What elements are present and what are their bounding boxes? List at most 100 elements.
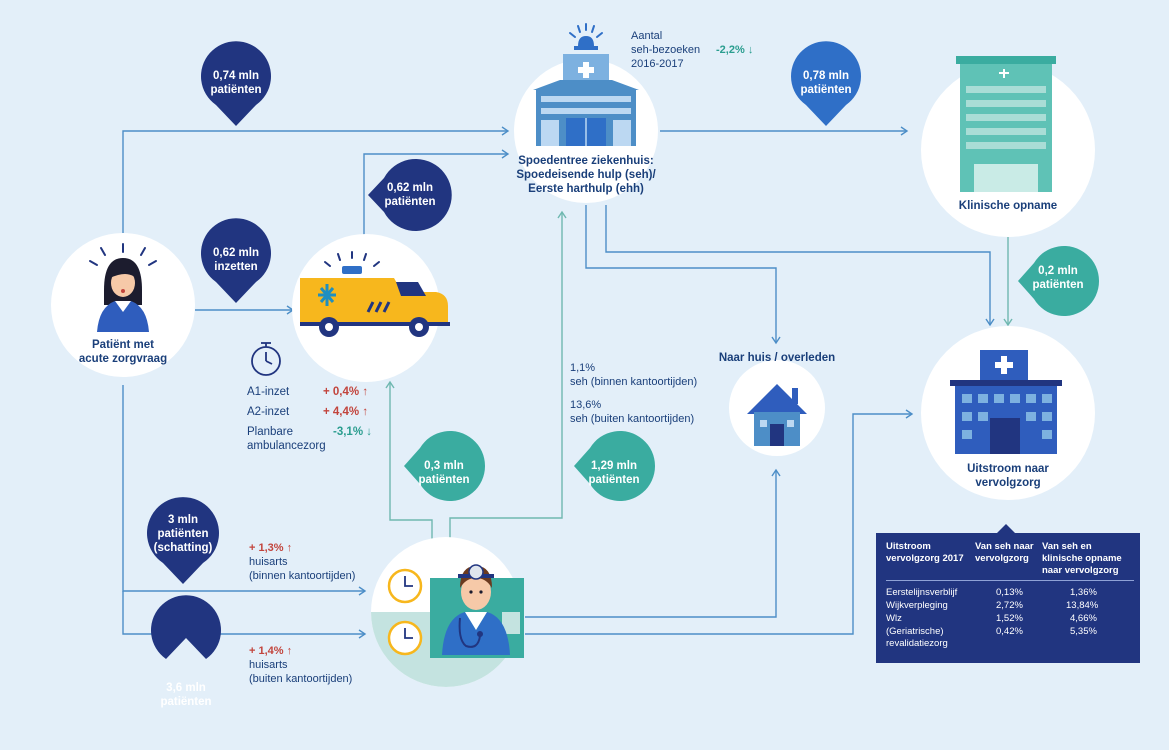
seh-visits-line1: Aantal bbox=[631, 30, 663, 42]
arrow-huisarts-to-seh bbox=[449, 210, 567, 545]
bubble-129 bbox=[574, 431, 656, 501]
table-header-col3-line1: Van seh en bbox=[1042, 541, 1092, 552]
a2-change: + 4,4% ↑ bbox=[323, 405, 368, 419]
bubble-074 bbox=[200, 41, 271, 126]
a2-change-value: + 4,4% bbox=[323, 406, 360, 418]
seh-share-binnen-label: seh (binnen kantoortijden) bbox=[570, 376, 698, 388]
arrow-seh-to-uitstroom bbox=[605, 205, 995, 327]
table-pointer bbox=[996, 524, 1016, 534]
planbare-label-line2: ambulancezorg bbox=[247, 440, 326, 452]
patient-icon bbox=[89, 243, 157, 332]
huisarts-buiten-line1: huisarts bbox=[249, 659, 288, 671]
uitstroom-table: Uitstroom vervolgzorg 2017 Van seh naar … bbox=[876, 533, 1140, 663]
seh-share-buiten-value: 13,6% bbox=[570, 399, 602, 411]
huisarts-binnen-line1: huisarts bbox=[249, 556, 288, 568]
patient-label-line2: acute zorgvraag bbox=[78, 353, 168, 365]
table-row-klin: 13,84% bbox=[1066, 600, 1099, 611]
flow-arrows bbox=[122, 126, 995, 639]
table-row-seh: 2,72% bbox=[996, 600, 1023, 611]
seh-visits-line3: 2016-2017 bbox=[631, 58, 684, 70]
bubble-3-note: (schatting) bbox=[153, 542, 213, 554]
arrow-up-icon: ↑ bbox=[362, 406, 369, 418]
bubble-062p-text: 0,62 mln patiënten bbox=[373, 181, 447, 209]
bubble-3-value: 3 mln bbox=[167, 514, 199, 526]
seh-label-line3: Eerste harthulp (ehh) bbox=[528, 183, 644, 195]
bubble-03 bbox=[404, 430, 486, 501]
bubble-36 bbox=[151, 595, 221, 659]
seh-share-binnen-value: 1,1% bbox=[570, 362, 596, 374]
uitstroom-label-line2: vervolgzorg bbox=[975, 477, 1041, 489]
bubble-36-unit: patiënten bbox=[160, 696, 212, 708]
huisarts-binnen-line2: (binnen kantoortijden) bbox=[249, 570, 356, 582]
hospital-siren-icon bbox=[533, 23, 639, 146]
table-row-klin: 5,35% bbox=[1070, 626, 1097, 637]
bubble-078-unit: patiënten bbox=[800, 84, 852, 96]
a1-label: A1-inzet bbox=[247, 386, 290, 398]
bubble-02-value: 0,2 mln bbox=[1038, 265, 1078, 277]
bubble-062-patienten bbox=[368, 159, 452, 231]
arrow-ambulance-to-seh bbox=[363, 149, 510, 240]
bubble-3-text: 3 mln patiënten (schatting) bbox=[146, 513, 220, 555]
bubble-062i-text: 0,62 mln inzetten bbox=[201, 246, 271, 274]
bubble-078 bbox=[791, 41, 862, 126]
table-row-klin: 4,66% bbox=[1070, 613, 1097, 624]
table-header-col3: Van seh en klinische opname naar vervolg… bbox=[1042, 541, 1122, 577]
table-row-seh: 0,42% bbox=[996, 626, 1023, 637]
teal-arrows bbox=[385, 210, 1013, 545]
speech-bubbles bbox=[147, 41, 1100, 659]
bubble-062-inzetten bbox=[200, 218, 271, 303]
a1-change: + 0,4% ↑ bbox=[323, 385, 368, 399]
arrow-down-icon: ↓ bbox=[747, 44, 754, 56]
arrow-patient-to-huisarts-buiten bbox=[122, 591, 367, 639]
bubble-129-unit: patiënten bbox=[588, 474, 640, 486]
table-header-col2-line1: Van seh naar bbox=[975, 541, 1034, 552]
a1-change-value: + 0,4% bbox=[323, 386, 360, 398]
bubble-03-text: 0,3 mln patiënten bbox=[409, 459, 479, 487]
table-row-klin: 1,36% bbox=[1070, 587, 1097, 598]
arrow-huisarts-to-ambulance bbox=[385, 380, 433, 545]
arrow-patient-to-seh bbox=[122, 126, 510, 245]
bubble-36-text: 3,6 mln patiënten bbox=[151, 681, 221, 709]
arrow-down-icon: ↓ bbox=[366, 426, 372, 438]
hospital-building-icon bbox=[956, 56, 1056, 192]
bubble-129-value: 1,29 mln bbox=[590, 460, 638, 472]
doctor-icon bbox=[387, 564, 524, 658]
a2-label: A2-inzet bbox=[247, 406, 290, 418]
table-row-name-line1: (Geriatrische) bbox=[886, 626, 944, 637]
bubble-062i-value: 0,62 mln bbox=[212, 247, 260, 259]
bubble-062p-unit: patiënten bbox=[384, 196, 436, 208]
seh-visits-change: -2,2% ↓ bbox=[716, 43, 753, 57]
bubble-36-value: 3,6 mln bbox=[166, 682, 206, 694]
arrow-up-icon: ↑ bbox=[286, 645, 293, 657]
arrow-up-icon: ↑ bbox=[286, 542, 293, 554]
uitstroom-label: Uitstroom naar vervolgzorg bbox=[938, 462, 1078, 490]
table-row-name: Wijkverpleging bbox=[886, 600, 948, 611]
seh-visits-caption: Aantal seh-bezoeken 2016-2017 bbox=[631, 29, 741, 71]
arrow-huisarts-to-uitstroom bbox=[525, 409, 914, 635]
table-divider bbox=[886, 580, 1134, 581]
table-header-col1-line2: vervolgzorg 2017 bbox=[886, 553, 964, 564]
planbare-label-line1: Planbare bbox=[247, 426, 294, 438]
seh-share-buiten-label: seh (buiten kantoortijden) bbox=[570, 413, 695, 425]
seh-share-binnen: 1,1% seh (binnen kantoortijden) bbox=[570, 361, 697, 389]
table-header-col1: Uitstroom vervolgzorg 2017 bbox=[886, 541, 964, 565]
bubble-03-value: 0,3 mln bbox=[424, 460, 464, 472]
bubble-03-unit: patiënten bbox=[418, 474, 470, 486]
bubble-02-text: 0,2 mln patiënten bbox=[1023, 264, 1093, 292]
house-icon bbox=[747, 384, 807, 446]
planbare-label: Planbare ambulancezorg bbox=[247, 425, 326, 453]
care-facility-icon bbox=[950, 350, 1062, 454]
patient-label-line1: Patiënt met bbox=[92, 339, 154, 351]
table-header-col2: Van seh naar vervolgzorg bbox=[975, 541, 1034, 565]
ambulance-icon bbox=[300, 251, 450, 337]
klinische-opname-label: Klinische opname bbox=[958, 200, 1058, 212]
bubble-062i-unit: inzetten bbox=[214, 261, 258, 273]
bubble-074-unit: patiënten bbox=[210, 84, 262, 96]
bubble-074-text: 0,74 mln patiënten bbox=[201, 69, 271, 97]
bubble-078-value: 0,78 mln bbox=[802, 70, 850, 82]
patient-label: Patiënt met acute zorgvraag bbox=[63, 338, 183, 366]
table-row-seh: 1,52% bbox=[996, 613, 1023, 624]
seh-label-line1: Spoedentree ziekenhuis: bbox=[518, 155, 654, 167]
arrow-huisarts-to-naar-huis bbox=[525, 468, 781, 618]
